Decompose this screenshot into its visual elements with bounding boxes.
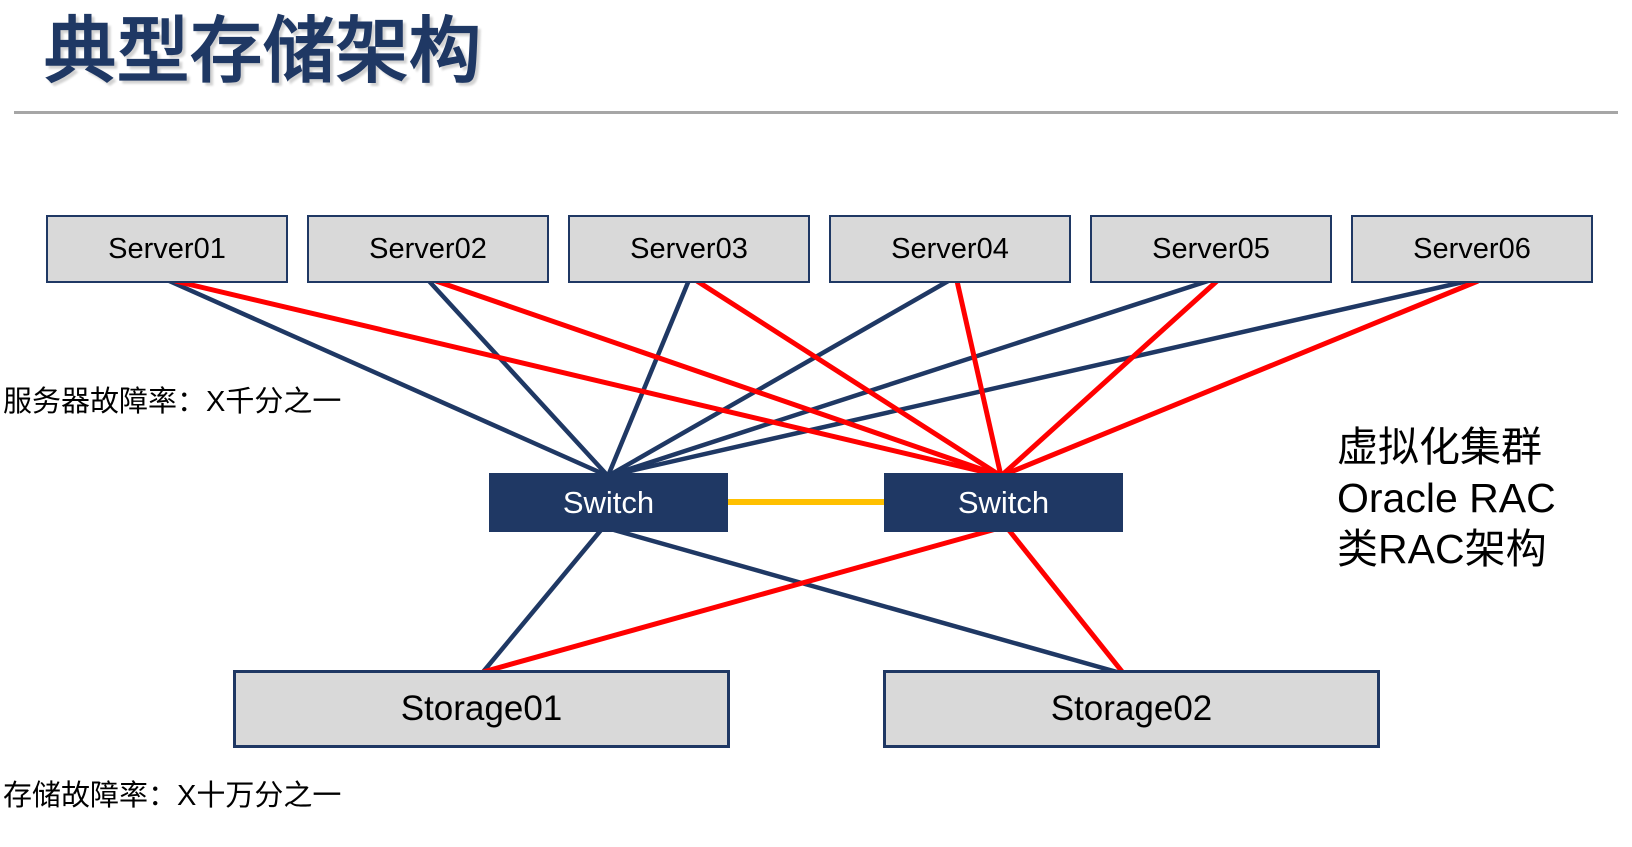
- node-server01: Server01: [46, 215, 288, 283]
- link-server02-switch-left: [426, 278, 610, 478]
- link-switch-left-storage02: [613, 527, 1125, 677]
- link-server03-switch-left: [605, 279, 692, 477]
- cluster-note: 虚拟化集群 Oracle RAC 类RAC架构: [1337, 422, 1556, 575]
- node-storage02: Storage02: [883, 670, 1380, 748]
- storage-failure-rate-note: 存储故障率：X十万分之一: [3, 780, 342, 812]
- link-server05-switch-right: [999, 279, 1219, 478]
- node-server04: Server04: [829, 215, 1071, 283]
- node-server03-label: Server03: [630, 232, 748, 265]
- cluster-note-line1: 虚拟化集群: [1337, 424, 1542, 470]
- link-server01-switch-right: [174, 278, 1002, 479]
- node-server06: Server06: [1351, 215, 1593, 283]
- node-switch-left-label: Switch: [562, 484, 655, 520]
- link-server04-switch-right: [954, 280, 1004, 477]
- link-switch-left-storage01: [481, 528, 603, 674]
- node-server02-label: Server02: [369, 232, 487, 265]
- link-server04-switch-left: [606, 278, 952, 478]
- node-server04-label: Server04: [891, 232, 1009, 265]
- cluster-note-line3: 类RAC架构: [1337, 526, 1547, 572]
- node-storage01: Storage01: [233, 670, 730, 748]
- title-divider: [14, 111, 1618, 114]
- node-server01-label: Server01: [108, 232, 226, 265]
- node-switch-right: Switch: [884, 473, 1123, 532]
- link-server05-switch-left: [607, 277, 1212, 479]
- link-switch-right-storage01: [482, 526, 997, 675]
- node-switch-left: Switch: [489, 473, 728, 532]
- link-server03-switch-right: [695, 278, 1003, 479]
- link-server02-switch-right: [435, 278, 1002, 479]
- link-server01-switch-left: [166, 277, 609, 479]
- node-storage01-label: Storage01: [400, 689, 563, 728]
- link-server06-switch-right: [1000, 278, 1479, 479]
- node-server05: Server05: [1090, 215, 1332, 283]
- node-server06-label: Server06: [1413, 232, 1531, 265]
- link-switch-right-storage02: [1006, 527, 1126, 676]
- link-server06-switch-left: [607, 277, 1473, 479]
- server-failure-rate-note: 服务器故障率：X千分之一: [3, 386, 342, 418]
- node-server03: Server03: [568, 215, 810, 283]
- cluster-note-line2: Oracle RAC: [1337, 475, 1556, 521]
- node-server02: Server02: [307, 215, 549, 283]
- page-title: 典型存储架构: [44, 12, 483, 92]
- node-storage02-label: Storage02: [1050, 689, 1213, 728]
- node-server05-label: Server05: [1152, 232, 1270, 265]
- node-switch-right-label: Switch: [957, 484, 1050, 520]
